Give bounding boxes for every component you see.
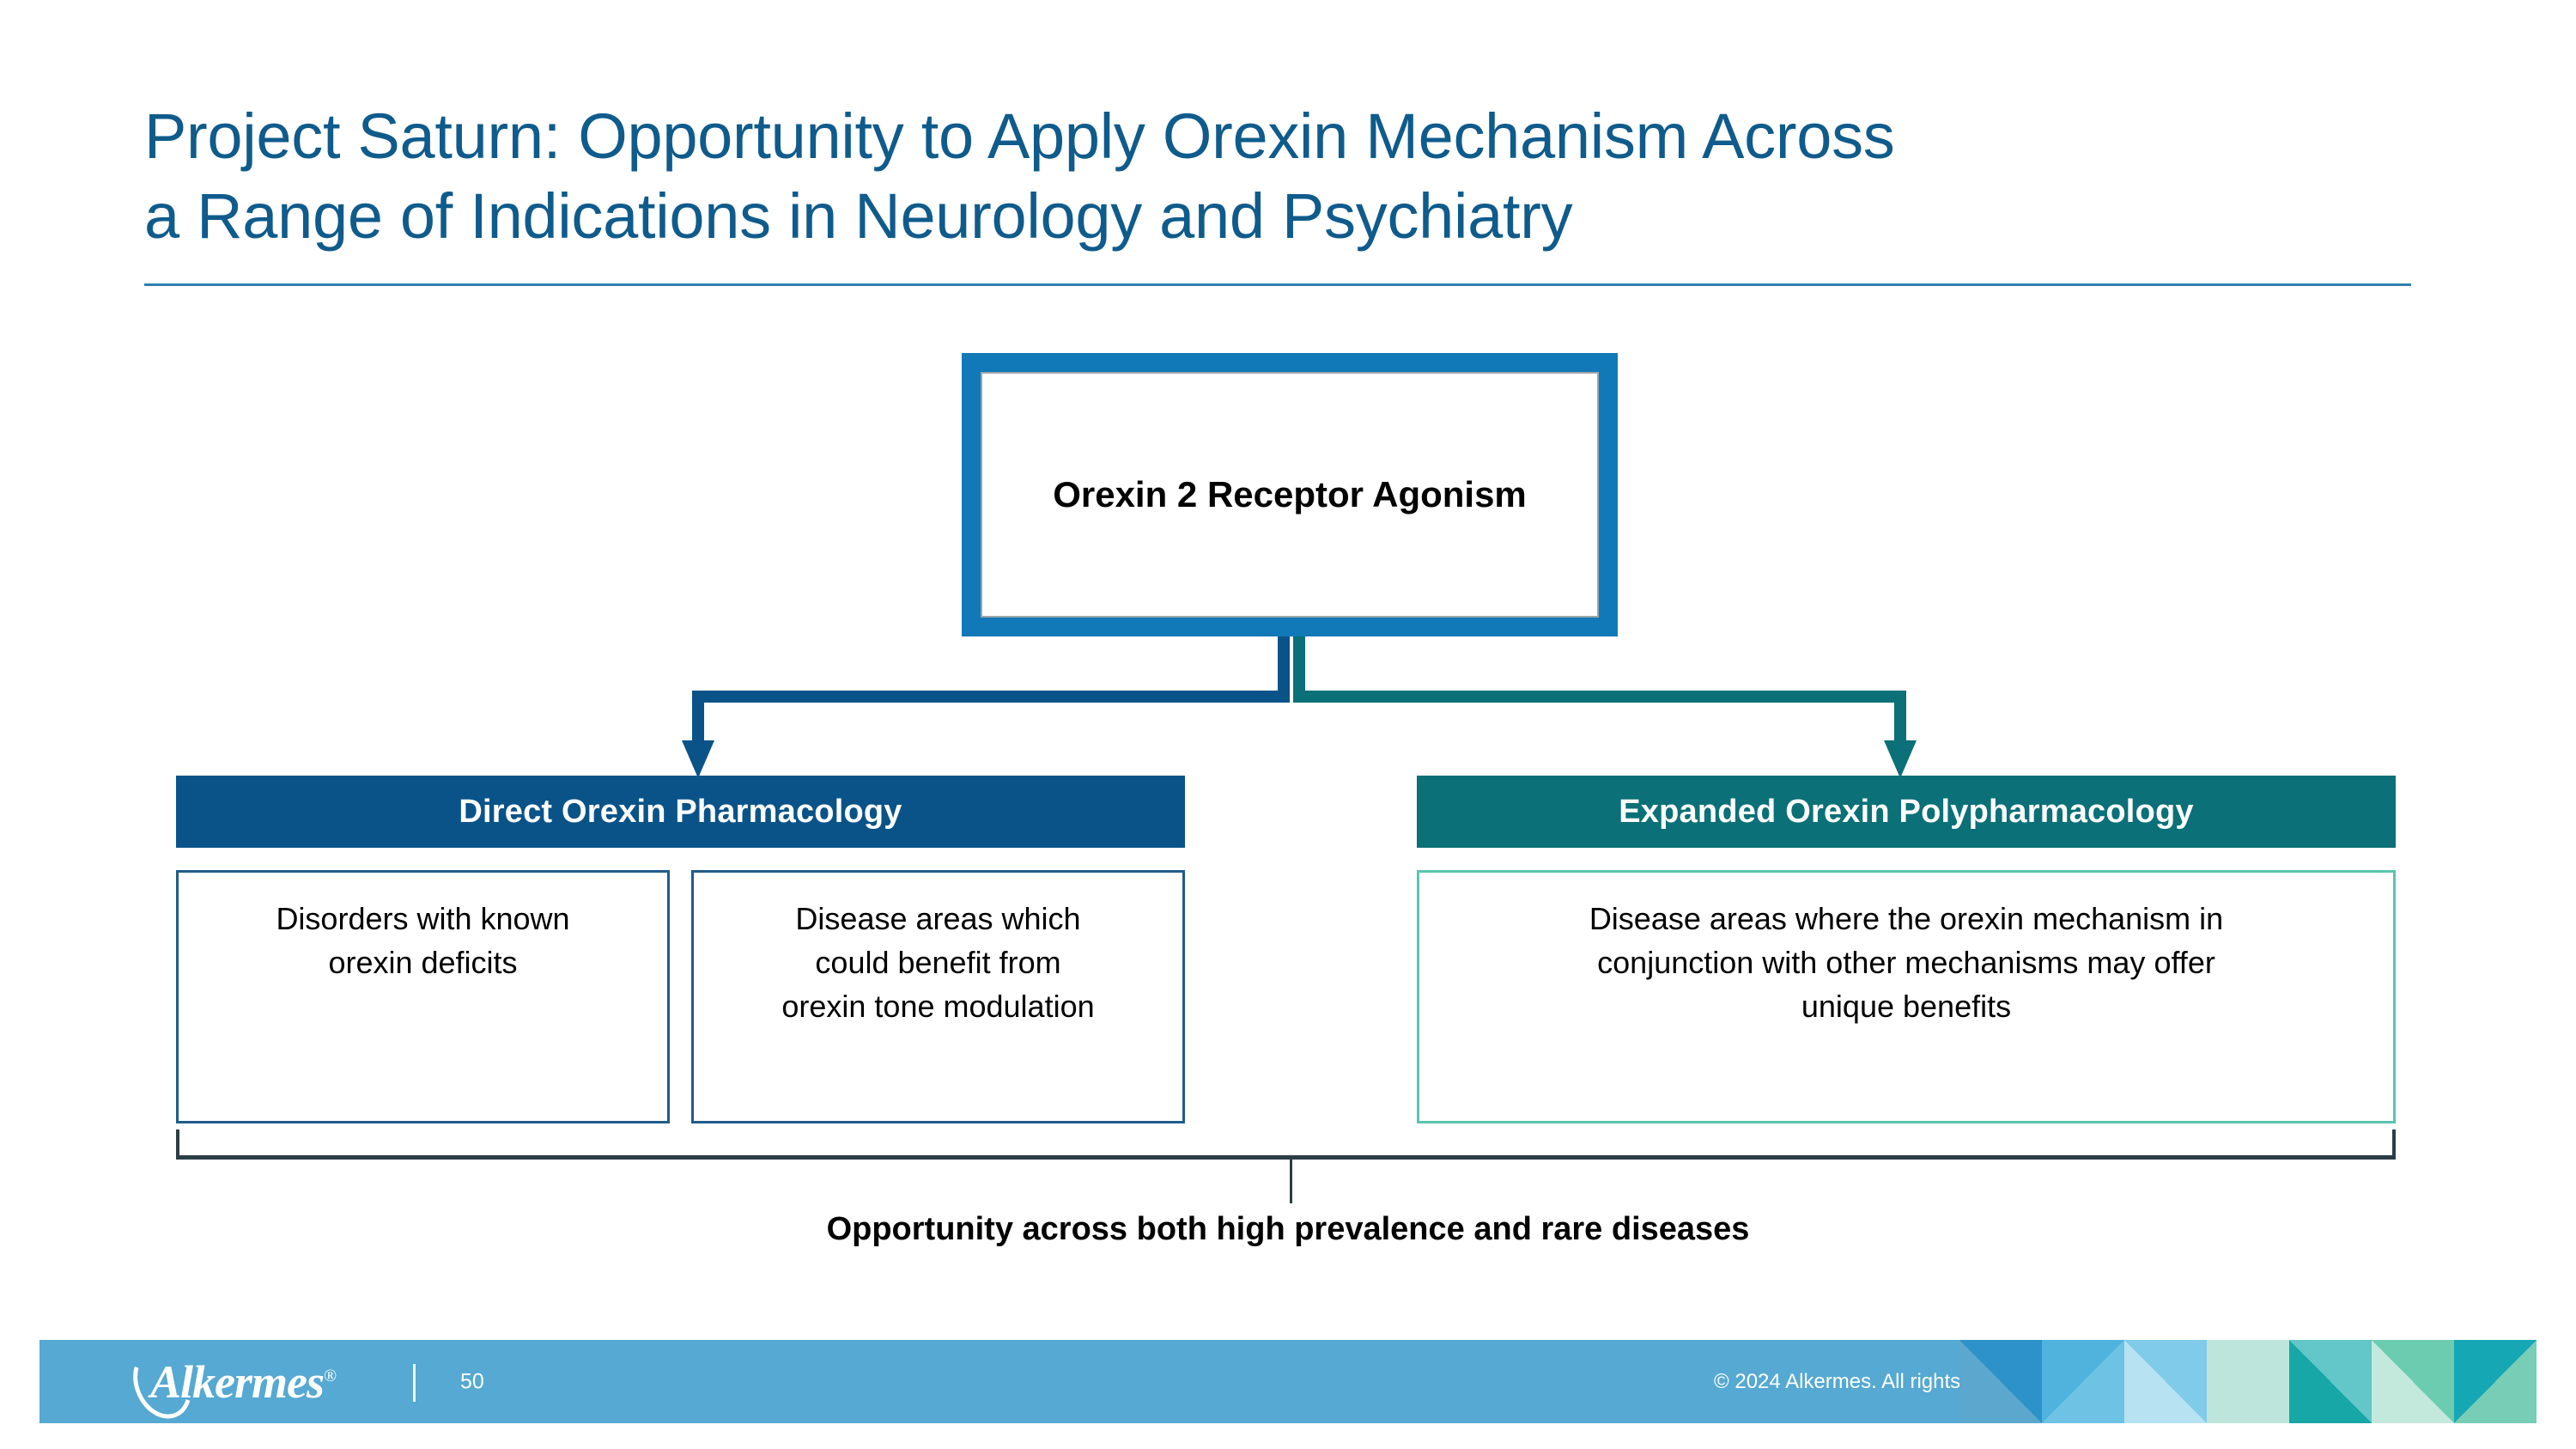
arrowhead-left-icon <box>682 740 714 778</box>
content-box-direct-1-text: Disorders with known orexin deficits <box>276 901 570 981</box>
bracket-tick-left <box>176 1129 179 1158</box>
triangle-cell <box>2042 1340 2124 1423</box>
footer-divider <box>413 1364 416 1402</box>
footer-triangle-pattern <box>1959 1340 2537 1423</box>
slide-footer: Alkermes® 50 © 2024 Alkermes. All rights… <box>39 1340 2537 1423</box>
triangle-shape <box>2289 1340 2372 1423</box>
triangle-cell <box>2124 1340 2207 1423</box>
triangle-shape <box>2372 1340 2454 1423</box>
content-box-direct-2: Disease areas which could benefit from o… <box>691 870 1185 1123</box>
triangle-shape <box>2124 1340 2207 1423</box>
alkermes-brand-text: Alkermes <box>150 1355 325 1408</box>
triangle-cell <box>2207 1340 2289 1423</box>
triangle-shape <box>2454 1340 2537 1423</box>
bracket-tick-right <box>2392 1129 2396 1158</box>
content-box-expanded-1: Disease areas where the orexin mechanism… <box>1417 870 2396 1123</box>
root-node-label: Orexin 2 Receptor Agonism <box>1053 473 1527 514</box>
root-node-inner: Orexin 2 Receptor Agonism <box>981 372 1599 618</box>
branch-header-direct: Direct Orexin Pharmacology <box>176 776 1185 848</box>
slide-title-text: Project Saturn: Opportunity to Apply Ore… <box>144 100 1895 253</box>
triangle-cell <box>1959 1340 2042 1423</box>
bracket-line <box>176 1155 2396 1160</box>
content-box-direct-2-text: Disease areas which could benefit from o… <box>781 901 1095 1025</box>
content-box-expanded-1-text: Disease areas where the orexin mechanism… <box>1589 901 2224 1025</box>
root-node: Orexin 2 Receptor Agonism <box>962 353 1618 636</box>
triangle-cell <box>2372 1340 2454 1423</box>
swoosh-icon <box>122 1340 203 1423</box>
content-box-direct-1: Disorders with known orexin deficits <box>176 870 670 1123</box>
triangle-cell <box>2454 1340 2537 1423</box>
branch-header-expanded: Expanded Orexin Polypharmacology <box>1417 776 2396 848</box>
alkermes-wordmark: Alkermes® <box>122 1340 337 1423</box>
page-title: Project Saturn: Opportunity to Apply Ore… <box>144 96 2411 256</box>
triangle-shape <box>2042 1340 2124 1423</box>
bracket-stem <box>1290 1159 1292 1203</box>
connector-run-left <box>692 691 1290 703</box>
registered-trademark-icon: ® <box>324 1366 337 1385</box>
page-number: 50 <box>460 1369 484 1393</box>
title-underline-rule <box>144 283 2411 286</box>
bracket-caption: Opportunity across both high prevalence … <box>826 1211 1750 1247</box>
connector-stub-left <box>1278 636 1290 703</box>
connector-stub-right <box>1293 636 1305 703</box>
triangle-cell <box>2289 1340 2372 1423</box>
connector-run-right <box>1293 691 1906 703</box>
alkermes-logo: Alkermes® <box>122 1340 337 1423</box>
triangle-shape <box>1959 1340 2042 1423</box>
arrowhead-right-icon <box>1884 740 1917 778</box>
